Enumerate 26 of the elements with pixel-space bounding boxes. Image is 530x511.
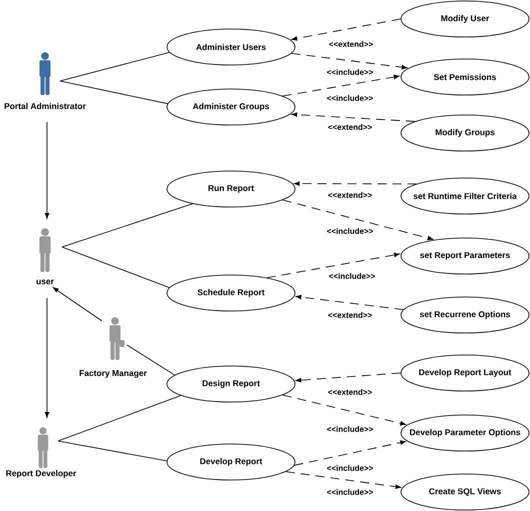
dashed-arrow bbox=[291, 18, 401, 41]
arrow bbox=[52, 287, 102, 322]
line bbox=[62, 203, 193, 248]
line bbox=[126, 344, 176, 376]
dashed-arrow bbox=[294, 181, 417, 186]
line bbox=[62, 246, 170, 288]
dashed-arrow bbox=[266, 252, 400, 278]
actor-label: user bbox=[36, 280, 54, 284]
line bbox=[58, 440, 168, 462]
line bbox=[60, 80, 168, 104]
dashed-arrow bbox=[285, 471, 402, 489]
arrow bbox=[44, 122, 50, 219]
dashed-arrow bbox=[291, 52, 408, 70]
dashed-arrow bbox=[296, 294, 404, 310]
line bbox=[60, 52, 170, 82]
dashed-arrow bbox=[282, 74, 400, 96]
actor-label: Portal Administrator bbox=[4, 102, 86, 110]
actor-label: Report Developer bbox=[6, 470, 76, 478]
dashed-arrow bbox=[292, 112, 416, 122]
dashed-arrow bbox=[282, 200, 434, 240]
line bbox=[58, 395, 182, 442]
arrow bbox=[44, 298, 50, 418]
dashed-arrow bbox=[296, 372, 401, 382]
dashed-arrow bbox=[294, 440, 406, 466]
dashed-arrow bbox=[282, 394, 406, 426]
actor-label: Factory Manager bbox=[80, 370, 147, 378]
